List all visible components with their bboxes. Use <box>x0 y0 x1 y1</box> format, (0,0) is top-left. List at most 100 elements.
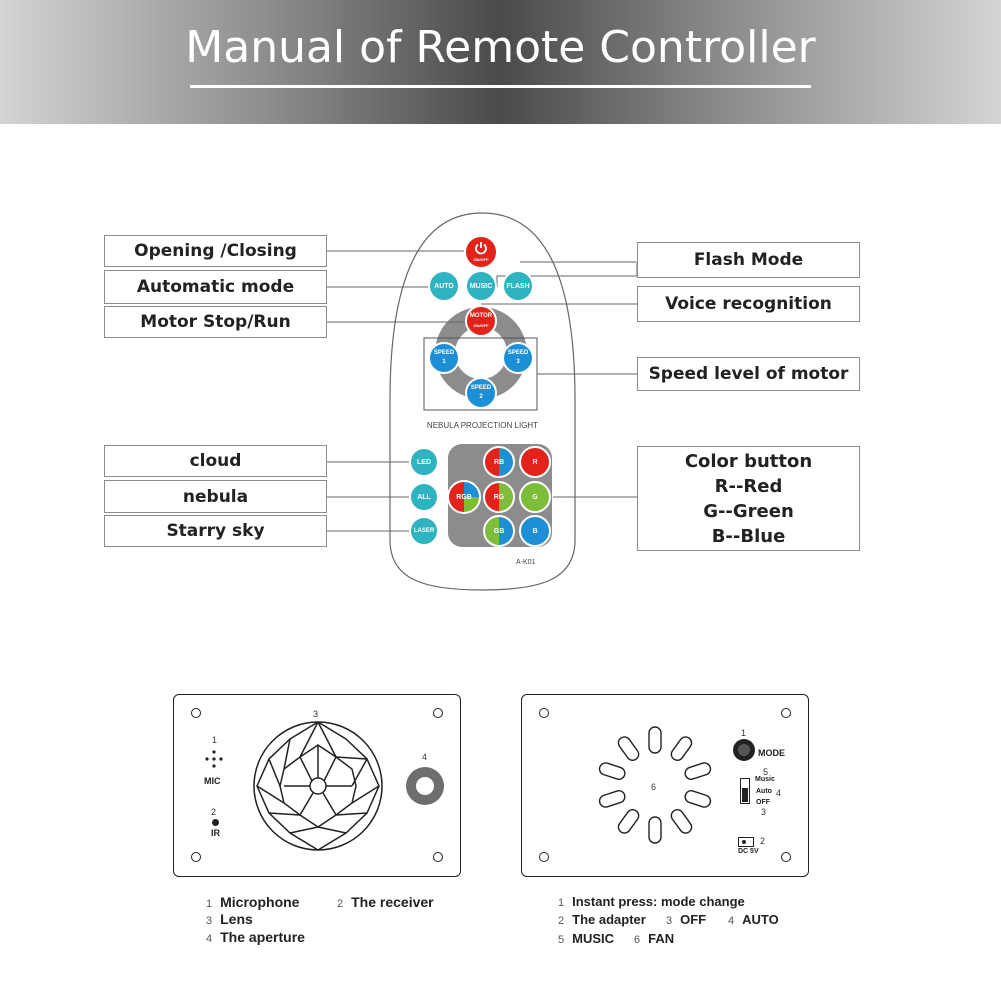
header-banner: Manual of Remote Controller <box>0 0 1001 124</box>
model-number: A-K01 <box>516 559 536 566</box>
mic-label: MIC <box>204 776 221 786</box>
auto-label: Auto <box>756 788 772 795</box>
color-red: R--Red <box>714 475 783 497</box>
speed3-number: 3 <box>516 359 520 365</box>
page-title: Manual of Remote Controller <box>185 22 816 73</box>
legend-text: AUTO <box>742 912 779 927</box>
back-num-5: 5 <box>763 767 769 777</box>
callout-voice: Voice recognition <box>637 286 860 322</box>
legend-num: 6 <box>634 934 641 946</box>
ir-receiver-icon <box>212 819 219 826</box>
front-panel: 1 MIC 2 IR 3 4 <box>173 694 461 877</box>
remote-caption: NEBULA PROJECTION LIGHT <box>426 421 539 430</box>
motor-sub-label: ON/OFF <box>473 323 489 328</box>
back-num-6: 6 <box>651 782 657 792</box>
b-button[interactable]: B <box>519 515 551 547</box>
legend-text: OFF <box>680 912 707 927</box>
front-num-2: 2 <box>211 807 217 817</box>
legend-music: 5 MUSIC <box>558 931 614 946</box>
color-green: G--Green <box>703 500 794 522</box>
rg-button[interactable]: RG <box>483 481 515 513</box>
legend-num: 4 <box>728 915 735 927</box>
dc-label: DC 5V <box>738 848 759 855</box>
mode-label: MODE <box>758 748 785 758</box>
legend-num: 4 <box>206 933 213 945</box>
legend-fan: 6 FAN <box>634 931 674 946</box>
music-label: Music <box>755 776 775 783</box>
back-num-3: 3 <box>761 807 767 817</box>
legend-microphone: 1 Microphone <box>206 894 299 910</box>
callout-open-close: Opening /Closing <box>104 235 327 267</box>
legend-num: 2 <box>337 898 344 910</box>
mode-switch[interactable] <box>740 778 750 804</box>
speed2-button[interactable]: SPEED 2 <box>465 377 497 409</box>
screw-hole <box>191 708 201 718</box>
callout-motor: Motor Stop/Run <box>104 306 327 338</box>
legend-num: 3 <box>206 915 213 927</box>
speed1-number: 1 <box>442 359 446 365</box>
color-title: Color button <box>684 450 813 472</box>
screw-hole <box>191 852 201 862</box>
power-label: ON/OFF <box>473 256 489 262</box>
color-blue: B--Blue <box>711 525 786 547</box>
callout-flash: Flash Mode <box>637 242 860 278</box>
off-label: OFF <box>756 799 770 806</box>
legend-text: Microphone <box>220 894 300 910</box>
speed2-label: SPEED <box>470 385 492 391</box>
legend-num: 2 <box>558 915 565 927</box>
legend-num: 1 <box>558 897 565 909</box>
speed3-button[interactable]: SPEED 3 <box>502 342 534 374</box>
auto-button[interactable]: AUTO <box>428 270 460 302</box>
dc-port[interactable] <box>738 837 754 847</box>
rgb-button[interactable]: RGB <box>447 480 481 514</box>
speed3-label: SPEED <box>507 350 529 356</box>
legend-receiver: 2 The receiver <box>337 894 434 910</box>
ir-label: IR <box>211 828 220 838</box>
g-button[interactable]: G <box>519 481 551 513</box>
flash-button[interactable]: FLASH <box>502 270 534 302</box>
screw-hole <box>539 708 549 718</box>
speed1-label: SPEED <box>433 350 455 356</box>
all-button[interactable]: ALL <box>409 482 439 512</box>
legend-num: 1 <box>206 898 213 910</box>
motor-label: MOTOR <box>469 313 493 319</box>
power-button[interactable]: ON/OFF <box>464 235 498 269</box>
callout-cloud: cloud <box>104 445 327 477</box>
gb-button[interactable]: GB <box>483 515 515 547</box>
screw-hole <box>433 852 443 862</box>
callout-nebula: nebula <box>104 480 327 513</box>
mode-button[interactable] <box>733 739 755 761</box>
callout-auto-mode: Automatic mode <box>104 270 327 304</box>
legend-text: MUSIC <box>572 931 615 946</box>
power-icon <box>475 241 487 254</box>
legend-text: The receiver <box>351 894 434 910</box>
speed1-button[interactable]: SPEED 1 <box>428 342 460 374</box>
front-num-4: 4 <box>422 752 428 762</box>
back-num-1: 1 <box>741 728 747 738</box>
legend-text: Instant press: mode change <box>572 894 745 909</box>
lens-icon <box>253 721 383 851</box>
motor-button[interactable]: MOTOR ON/OFF <box>465 305 497 337</box>
screw-hole <box>781 708 791 718</box>
rb-button[interactable]: RB <box>483 446 515 478</box>
fan-vent-icon <box>598 726 712 844</box>
callout-color: Color button R--Red G--Green B--Blue <box>637 446 860 551</box>
legend-adapter: 2 The adapter <box>558 912 646 927</box>
laser-button[interactable]: LASER <box>409 516 439 546</box>
legend-off: 3 OFF <box>666 912 706 927</box>
legend-text: FAN <box>648 931 675 946</box>
legend-text: The adapter <box>572 912 646 927</box>
screw-hole <box>539 852 549 862</box>
legend-num: 3 <box>666 915 673 927</box>
led-button[interactable]: LED <box>409 447 439 477</box>
music-button[interactable]: MUSIC <box>465 270 497 302</box>
title-underline <box>190 85 811 88</box>
aperture-icon <box>406 767 444 805</box>
speed2-number: 2 <box>479 394 483 400</box>
r-button[interactable]: R <box>519 446 551 478</box>
legend-num: 5 <box>558 934 565 946</box>
back-panel: 6 1 MODE 5 Music Auto 4 OFF 3 2 DC 5V <box>521 694 809 877</box>
legend-auto: 4 AUTO <box>728 912 779 927</box>
